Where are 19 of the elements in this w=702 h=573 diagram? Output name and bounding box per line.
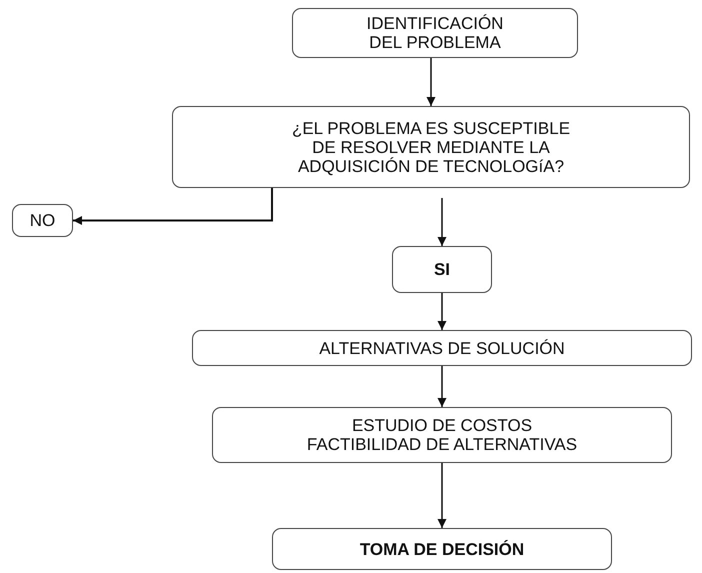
process-box	[192, 330, 692, 366]
node-label: SI	[434, 260, 450, 279]
process-box	[292, 8, 578, 58]
arrow	[426, 58, 436, 106]
decision-box	[172, 106, 690, 188]
arrow	[438, 293, 446, 330]
process-box	[272, 528, 612, 570]
node-label: TOMA DE DECISIÓN	[360, 540, 524, 558]
answer-box	[392, 246, 492, 293]
node-label: NO	[30, 211, 56, 230]
node-label: ESTUDIO DE COSTOS FACTIBILIDAD DE ALTERNATIVAS	[306, 416, 578, 454]
arrow	[438, 366, 446, 407]
arrow	[438, 198, 446, 246]
process-box	[212, 407, 672, 463]
arrow	[438, 463, 446, 528]
node-label: IDENTIFICACIÓN DEL PROBLEMA	[366, 14, 504, 52]
answer-box	[12, 204, 73, 237]
node-label: ALTERNATIVAS DE SOLUCIÓN	[319, 338, 565, 358]
node-label: ¿EL PROBLEMA ES SUSCEPTIBLE DE RESOLVER MEDIANTE LA ADQUISICIÓN DE TECNOLOGíA?	[291, 118, 571, 176]
